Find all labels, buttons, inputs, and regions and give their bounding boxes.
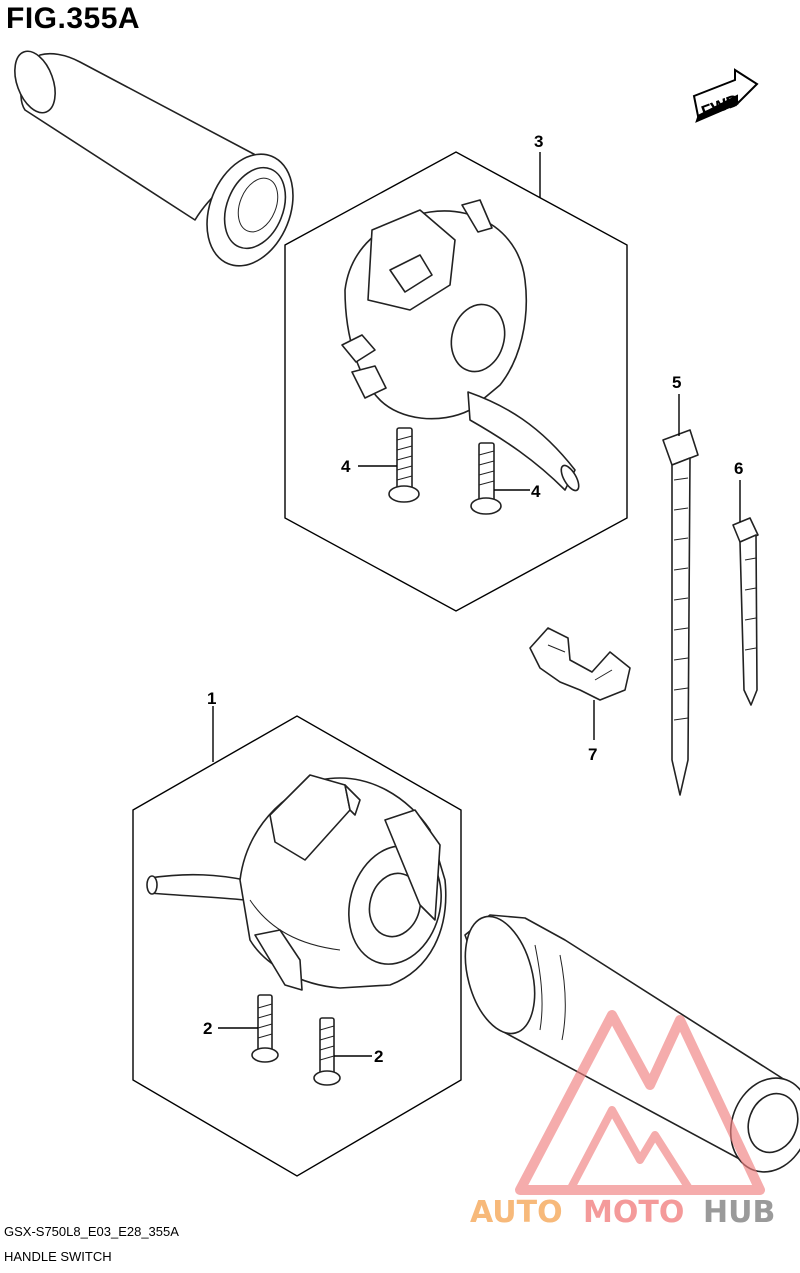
callout-6: 6: [734, 459, 743, 478]
diagram-code: GSX-S750L8_E03_E28_355A: [4, 1224, 179, 1239]
callout-1: 1: [207, 689, 216, 708]
cable-tie-6-part: [732, 517, 759, 706]
clamp-7-part: [529, 627, 631, 701]
watermark-text: AUTO MOTO HUB: [470, 1195, 775, 1230]
group-outline-1: [132, 715, 462, 1177]
watermark-moto: MOTO: [583, 1195, 684, 1230]
diagram-name: HANDLE SWITCH: [4, 1249, 112, 1264]
right-handle-switch-part: [341, 199, 580, 492]
callout-3: 3: [534, 132, 543, 151]
callout-5: 5: [672, 373, 681, 392]
callout-4b: 4: [531, 482, 541, 501]
watermark-auto: AUTO: [470, 1195, 563, 1230]
group-outline-3: [284, 151, 628, 612]
left-handle-switch-part: [146, 774, 447, 991]
callout-4a: 4: [341, 457, 351, 476]
screw-2a-part: [251, 994, 279, 1063]
callout-7: 7: [588, 745, 597, 764]
callout-2b: 2: [374, 1047, 383, 1066]
cable-tie-5-part: [662, 429, 699, 796]
watermark-hub: HUB: [703, 1195, 775, 1230]
callout-2a: 2: [203, 1019, 212, 1038]
right-grip-part: [14, 50, 294, 267]
screw-2b-part: [313, 1017, 341, 1086]
figure-title: FIG.355A: [6, 2, 141, 35]
automotohub-logo: [515, 1010, 765, 1195]
screw-4b-part: [470, 442, 502, 515]
screw-4a-part: [388, 427, 420, 503]
fwd-arrow-icon: FWD: [692, 68, 759, 123]
